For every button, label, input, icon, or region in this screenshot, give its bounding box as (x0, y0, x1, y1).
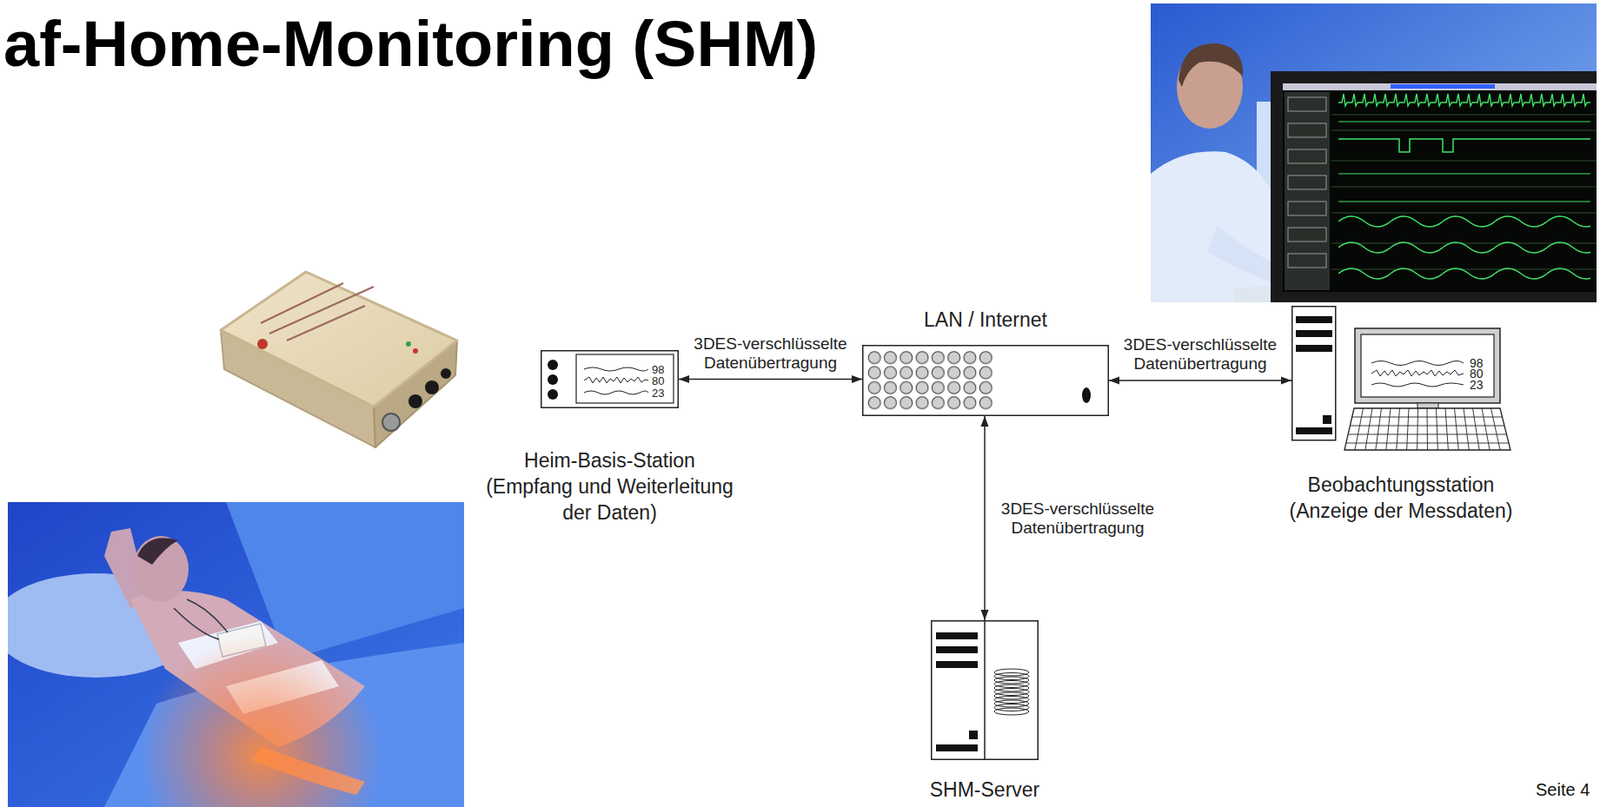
node-caption: Beobachtungsstation(Anzeige der Messdate… (1289, 471, 1514, 525)
server-base (936, 744, 978, 752)
node-heading: LAN / Internet (923, 306, 1048, 333)
vital-value: 80 (1469, 367, 1484, 380)
signal-curve (1371, 361, 1464, 366)
station-node: Beobachtungsstation(Anzeige der Messdate… (1291, 305, 1511, 452)
device-led (405, 341, 412, 347)
trace-grid (1331, 114, 1597, 270)
keyboard-keys (1346, 408, 1509, 451)
station-button (547, 389, 558, 400)
drive-bay (936, 632, 978, 640)
station-node: SHM-Server (930, 620, 1039, 761)
node-heading: Beobachtungsstation (1289, 471, 1514, 498)
pc-tower (1292, 306, 1336, 441)
station-button (547, 374, 558, 386)
monitor-neck (1417, 403, 1439, 409)
doctor-hair (1178, 43, 1243, 87)
node-heading: SHM-Server (929, 776, 1041, 804)
signal-curve (1371, 383, 1464, 387)
device-knob (382, 413, 400, 432)
device-photo (220, 272, 458, 448)
link-label: 3DES-verschlüsselte Datenübertragung (995, 499, 1161, 538)
diagram-title: af-Home-Monitoring (SHM) (3, 12, 818, 77)
node-description: (Empfang und Weiterleitung der Daten) (477, 473, 743, 526)
node-description: (Anzeige der Messdaten) (1289, 497, 1514, 525)
channel-boxes (1287, 97, 1327, 268)
drive-bay (1295, 316, 1333, 324)
switch-housing (863, 345, 1109, 417)
station-node: Heim-Basis-Station(Empfang und Weiterlei… (540, 350, 679, 409)
monitor-frame (1270, 71, 1597, 303)
vital-value: 23 (1469, 378, 1484, 392)
signal-curve (1371, 370, 1464, 377)
server-housing (931, 621, 1039, 761)
vital-value: 98 (651, 364, 664, 376)
station-button (547, 359, 558, 371)
data-link (1108, 379, 1292, 382)
patient-photo (7, 502, 465, 807)
device-logo (257, 338, 268, 350)
monitor-frame (1354, 328, 1501, 404)
device-top (220, 272, 458, 407)
data-link (678, 378, 863, 381)
vital-value: 80 (651, 375, 664, 387)
link-label: 3DES-verschlüsselte Datenübertragung (688, 334, 854, 373)
screen-toolbar (1282, 83, 1597, 91)
observer-photo (1150, 3, 1597, 303)
drive-bay (936, 646, 978, 654)
network-switch-icon (862, 345, 1109, 417)
station-housing (541, 351, 679, 409)
monitor-screen (1282, 83, 1597, 293)
breath-trace (1338, 215, 1591, 242)
device-socket (440, 368, 452, 379)
signal-curve (584, 367, 649, 372)
page-number: Seite 4 (1535, 781, 1590, 799)
signal-curve (584, 377, 649, 384)
device-socket (424, 380, 439, 395)
flat-trace (1338, 121, 1591, 202)
power-button (1322, 415, 1332, 425)
switch-ports (866, 350, 994, 411)
channel-panel (1284, 92, 1330, 291)
tower-base (1295, 427, 1333, 435)
sensor-cable (173, 599, 228, 640)
node-heading: Heim-Basis-Station (477, 447, 743, 474)
drive-bay (1295, 345, 1333, 352)
warm-light (139, 634, 383, 807)
vital-value: 23 (651, 387, 664, 399)
server-icon (930, 620, 1039, 761)
monitor-screen (1360, 334, 1494, 398)
keyboard (1344, 408, 1511, 451)
device-sticker (260, 283, 374, 341)
screen-progress (1390, 84, 1495, 89)
device-socket (408, 394, 423, 409)
station-node: LAN / Internet (862, 345, 1109, 417)
ecg-trace (1338, 92, 1591, 110)
node-caption: Heim-Basis-Station(Empfang und Weiterlei… (477, 447, 743, 526)
data-link (983, 416, 986, 621)
signal-curve (584, 391, 649, 395)
node-caption: LAN / Internet (923, 306, 1048, 333)
breath-trace (1338, 241, 1591, 268)
breath-trace (1338, 265, 1591, 291)
drive-bay (936, 661, 978, 669)
head (132, 536, 189, 603)
device-led (412, 348, 419, 354)
link-label: 3DES-verschlüsselte Datenübertragung (1117, 335, 1283, 374)
photo-ground (1150, 3, 1597, 303)
server-divider (983, 621, 986, 761)
hair (137, 537, 179, 565)
node-caption: SHM-Server (929, 776, 1041, 804)
station-screen (576, 354, 674, 404)
disk-stack (994, 669, 1030, 716)
switch-led (1082, 387, 1091, 404)
event-trace (1338, 139, 1591, 153)
drive-bay (1295, 330, 1333, 338)
power-button (969, 730, 978, 740)
